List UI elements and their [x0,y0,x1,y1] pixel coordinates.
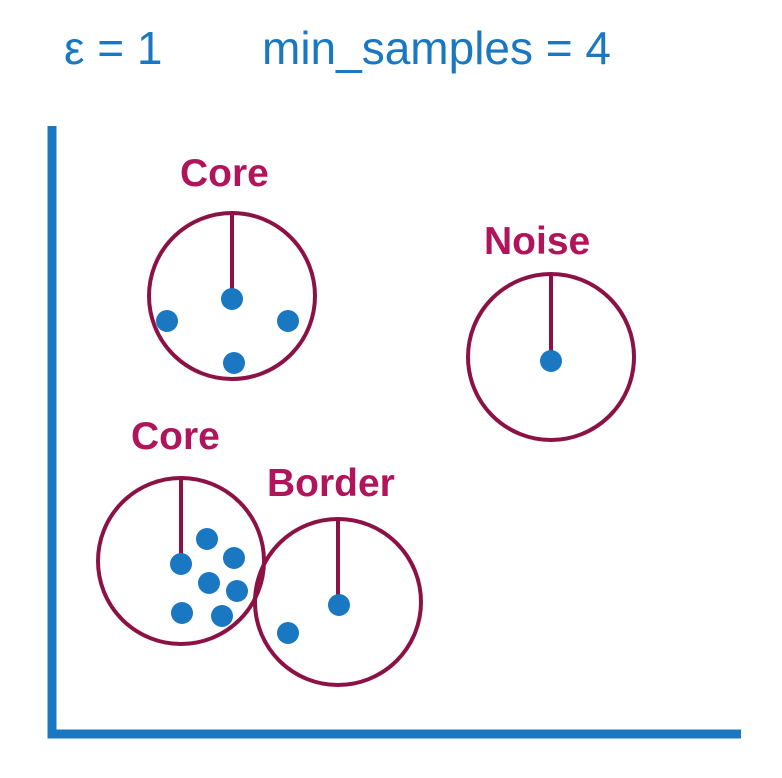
border-label: Border [267,462,395,505]
min-samples-label: min_samples = 4 [262,22,611,74]
data-point [223,547,245,569]
data-point [196,528,218,550]
axes [47,126,741,739]
epsilon-label: ε = 1 [64,22,163,74]
data-point [170,553,192,575]
data-point [156,310,178,332]
data-point [221,288,243,310]
core-label-bottom: Core [131,415,220,458]
data-point [540,350,562,372]
data-point [171,602,193,624]
noise-label: Noise [484,220,590,263]
core-point-group-top: Core [147,152,317,381]
data-point [277,622,299,644]
data-point [198,572,220,594]
data-point [223,352,245,374]
data-point [211,605,233,627]
data-point [226,580,248,602]
data-point [328,594,350,616]
border-point-group: Border [253,462,423,687]
core-label-top: Core [180,152,269,195]
noise-point-group: Noise [466,220,636,442]
core-point-group-bottom: Core [96,415,266,646]
data-point [277,310,299,332]
